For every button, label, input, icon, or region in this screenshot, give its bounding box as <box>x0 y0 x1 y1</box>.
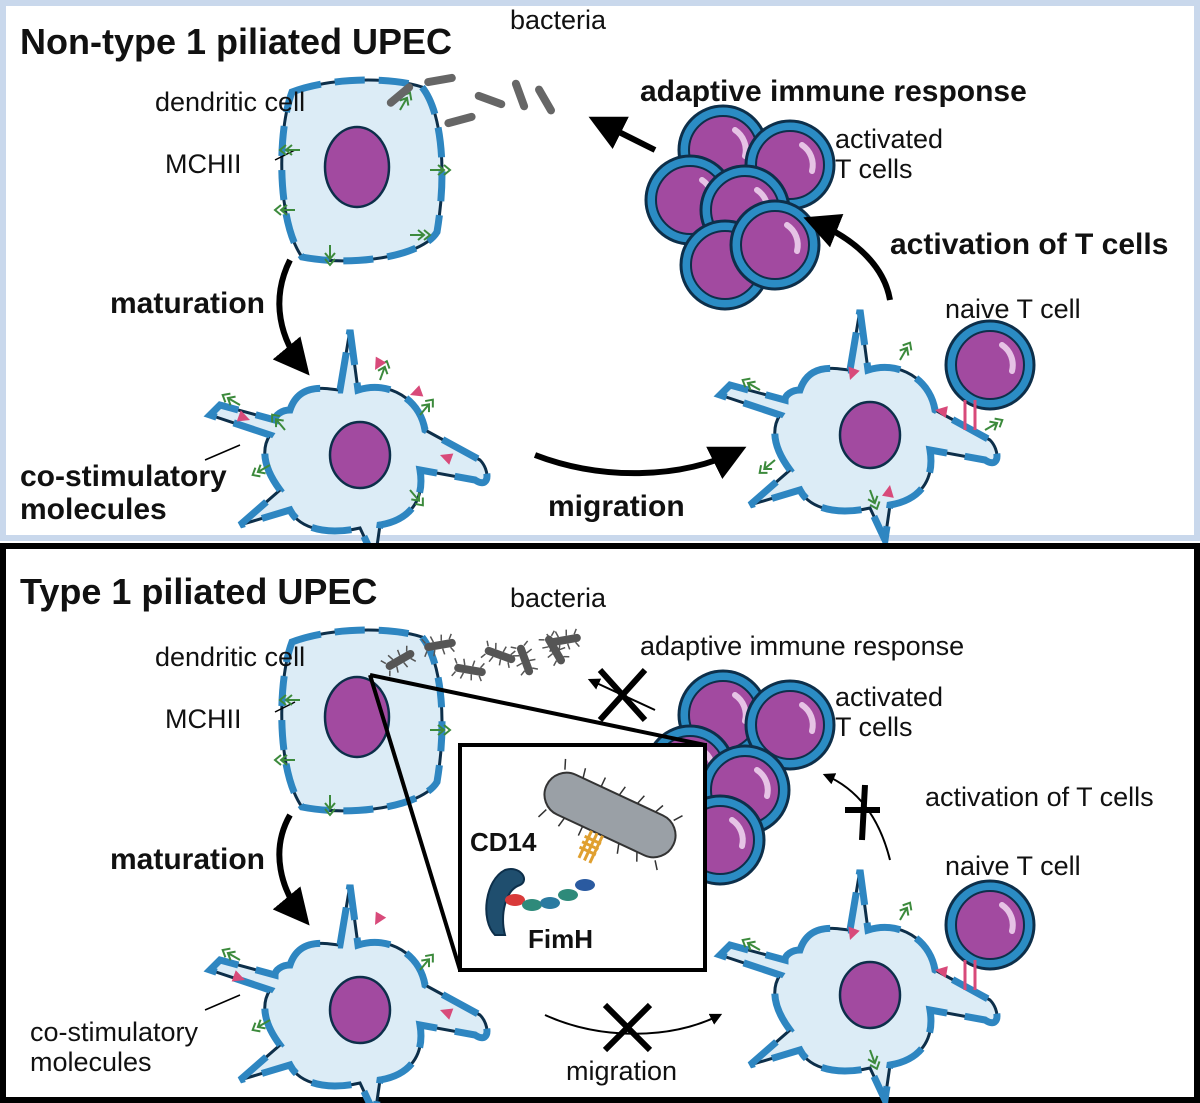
panel-title-bottom: Type 1 piliated UPEC <box>20 571 378 612</box>
inset-bacterium <box>537 758 683 871</box>
migration-block-x <box>602 1002 653 1053</box>
dendritic-cell-immature-bottom <box>282 630 442 811</box>
label-activated-top: activated T cells <box>835 124 944 184</box>
label-dendritic-cell-top: dendritic cell <box>155 87 306 117</box>
label-migration-bottom: migration <box>566 1056 678 1086</box>
tcr-link-bottom <box>963 960 977 990</box>
activation-arrow-top <box>803 213 893 301</box>
panel-top-border <box>0 0 1200 541</box>
label-activation-bottom: activation of T cells <box>925 782 1154 812</box>
inset-zoom-lines <box>368 673 706 971</box>
dendritic-cell-immature-top <box>282 80 442 261</box>
label-activated-bottom: activated T cells <box>835 682 944 742</box>
label-migration-top: migration <box>548 490 685 523</box>
label-costim-top: co-stimulatory molecules <box>20 460 227 526</box>
fimh-domains <box>505 879 595 911</box>
label-mchii-bottom: MCHII <box>165 704 242 734</box>
label-bacteria-top: bacteria <box>510 5 607 35</box>
label-dendritic-cell-bottom: dendritic cell <box>155 642 306 672</box>
migration-arrow-top <box>533 446 747 479</box>
label-naive-bottom: naive T cell <box>945 851 1081 881</box>
costim-pointer-top <box>204 444 241 461</box>
label-bacteria-bottom: bacteria <box>510 583 607 613</box>
costim-pointer-bottom <box>204 994 241 1011</box>
label-activation-top: activation of T cells <box>890 228 1169 261</box>
maturation-arrow-top <box>272 258 310 376</box>
adaptive-arrow-top <box>588 116 657 153</box>
label-adaptive-bottom: adaptive immune response <box>640 631 965 661</box>
label-adaptive-top: adaptive immune response <box>640 75 1027 108</box>
label-maturation-top: maturation <box>110 287 266 320</box>
adaptive-block-x <box>597 667 648 723</box>
label-costim-bottom: co-stimulatory molecules <box>30 1017 199 1077</box>
label-fimh: FimH <box>528 924 593 954</box>
label-mchii-top: MCHII <box>165 149 242 179</box>
activation-block-x <box>845 784 880 841</box>
label-naive-top: naive T cell <box>945 294 1081 324</box>
panel-title-top: Non-type 1 piliated UPEC <box>20 21 453 62</box>
label-maturation-bottom: maturation <box>110 843 266 876</box>
cd14-shape <box>485 868 525 936</box>
tcr-link-top <box>963 400 977 430</box>
label-cd14: CD14 <box>470 827 537 857</box>
naive-t-cell-top <box>946 321 1034 409</box>
maturation-arrow-bottom <box>272 813 310 926</box>
naive-t-cell-bottom <box>946 881 1034 969</box>
